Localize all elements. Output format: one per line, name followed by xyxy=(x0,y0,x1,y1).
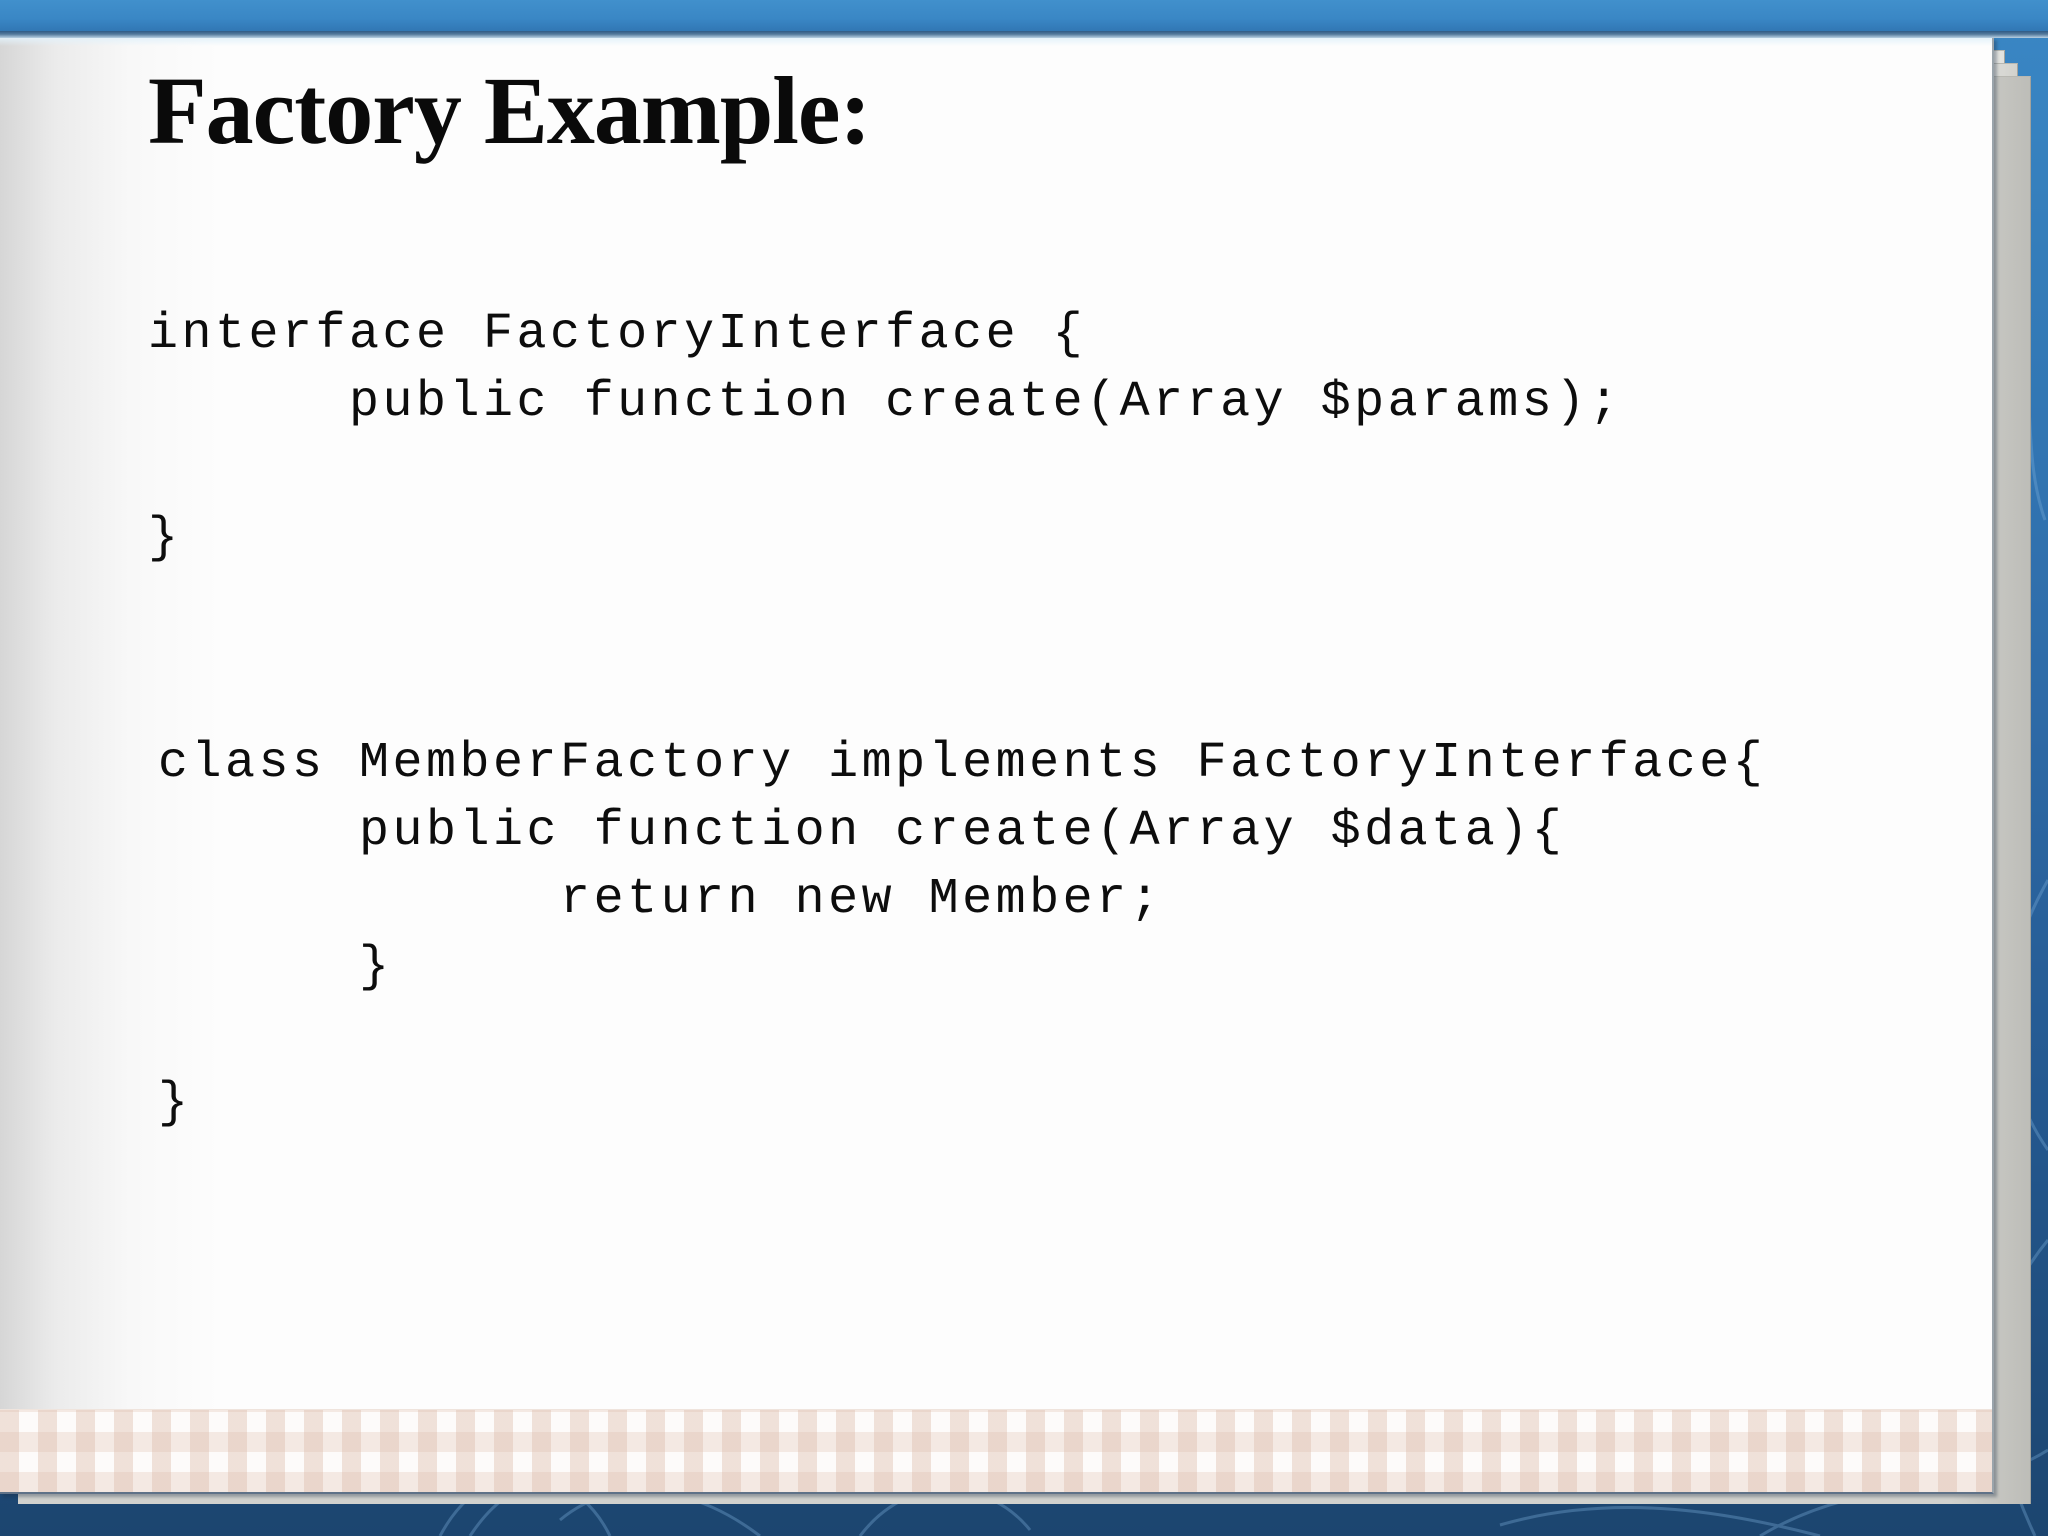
slide-title: Factory Example: xyxy=(148,57,871,164)
top-bar-edge xyxy=(0,31,2048,38)
gingham-border xyxy=(0,1409,1992,1492)
code-block-class: class MemberFactory implements FactoryIn… xyxy=(158,735,1767,1132)
code-block-interface: interface FactoryInterface { public func… xyxy=(148,306,1623,567)
top-bar xyxy=(0,0,2048,31)
page-top-sheen xyxy=(0,37,1992,46)
slide-page: Factory Example: interface FactoryInterf… xyxy=(0,37,1994,1494)
